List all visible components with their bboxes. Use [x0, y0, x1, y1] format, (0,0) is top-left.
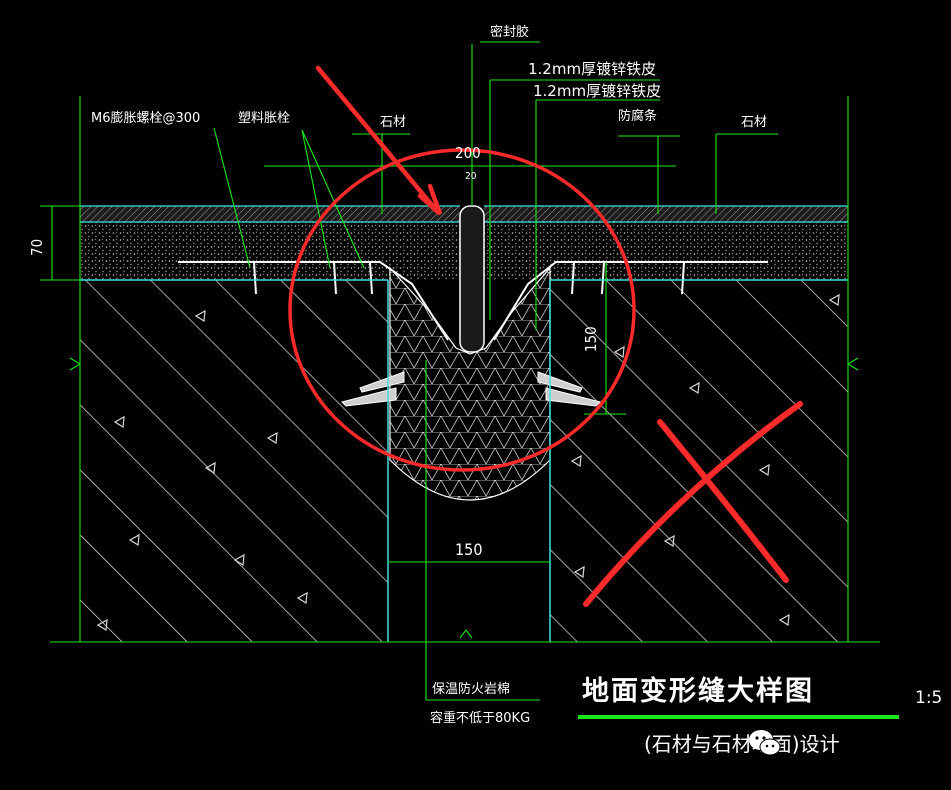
title-underline — [578, 715, 899, 719]
dim-top-width: 200 — [455, 144, 481, 162]
drawing-title: 地面变形缝大样图 — [582, 676, 814, 707]
label-anticorrosion-strip: 防腐条 — [618, 109, 658, 124]
label-stone-right: 石材 — [741, 115, 768, 130]
stone-layer-left — [80, 206, 460, 222]
drawing-subtitle: (石材与石材地面)设计 — [644, 732, 840, 756]
stone-layer-right — [484, 206, 848, 222]
dim-gap: 20 — [465, 171, 477, 182]
label-rock-wool: 保温防火岩棉 — [432, 682, 511, 697]
dim-bottom-width: 150 — [455, 540, 483, 559]
label-plastic-plug: 塑料胀栓 — [238, 111, 291, 126]
sealant — [459, 205, 485, 353]
dim-thickness: 70 — [28, 238, 46, 256]
anchor-wings — [341, 371, 601, 407]
concrete-slab-left — [80, 280, 388, 642]
wechat-icon — [749, 730, 781, 756]
label-sealant: 密封胶 — [490, 25, 530, 40]
drawing-scale: 1:5 — [915, 688, 943, 708]
dim-depth: 150 — [582, 326, 600, 352]
label-stone-left: 石材 — [380, 115, 407, 130]
aggregate-marks — [96, 293, 840, 632]
label-density: 容重不低于80KG — [430, 711, 531, 726]
label-expansion-bolt: M6膨胀螺栓@300 — [91, 111, 201, 126]
rock-wool-insulation — [389, 266, 551, 501]
label-galvanized-sheet-2: 1.2mm厚镀锌铁皮 — [533, 82, 662, 100]
review-markup — [288, 65, 803, 607]
label-galvanized-sheet-1: 1.2mm厚镀锌铁皮 — [528, 60, 657, 78]
construction-lines — [40, 41, 880, 701]
anchor-bolts — [253, 261, 685, 295]
concrete-slab-right — [550, 280, 848, 642]
